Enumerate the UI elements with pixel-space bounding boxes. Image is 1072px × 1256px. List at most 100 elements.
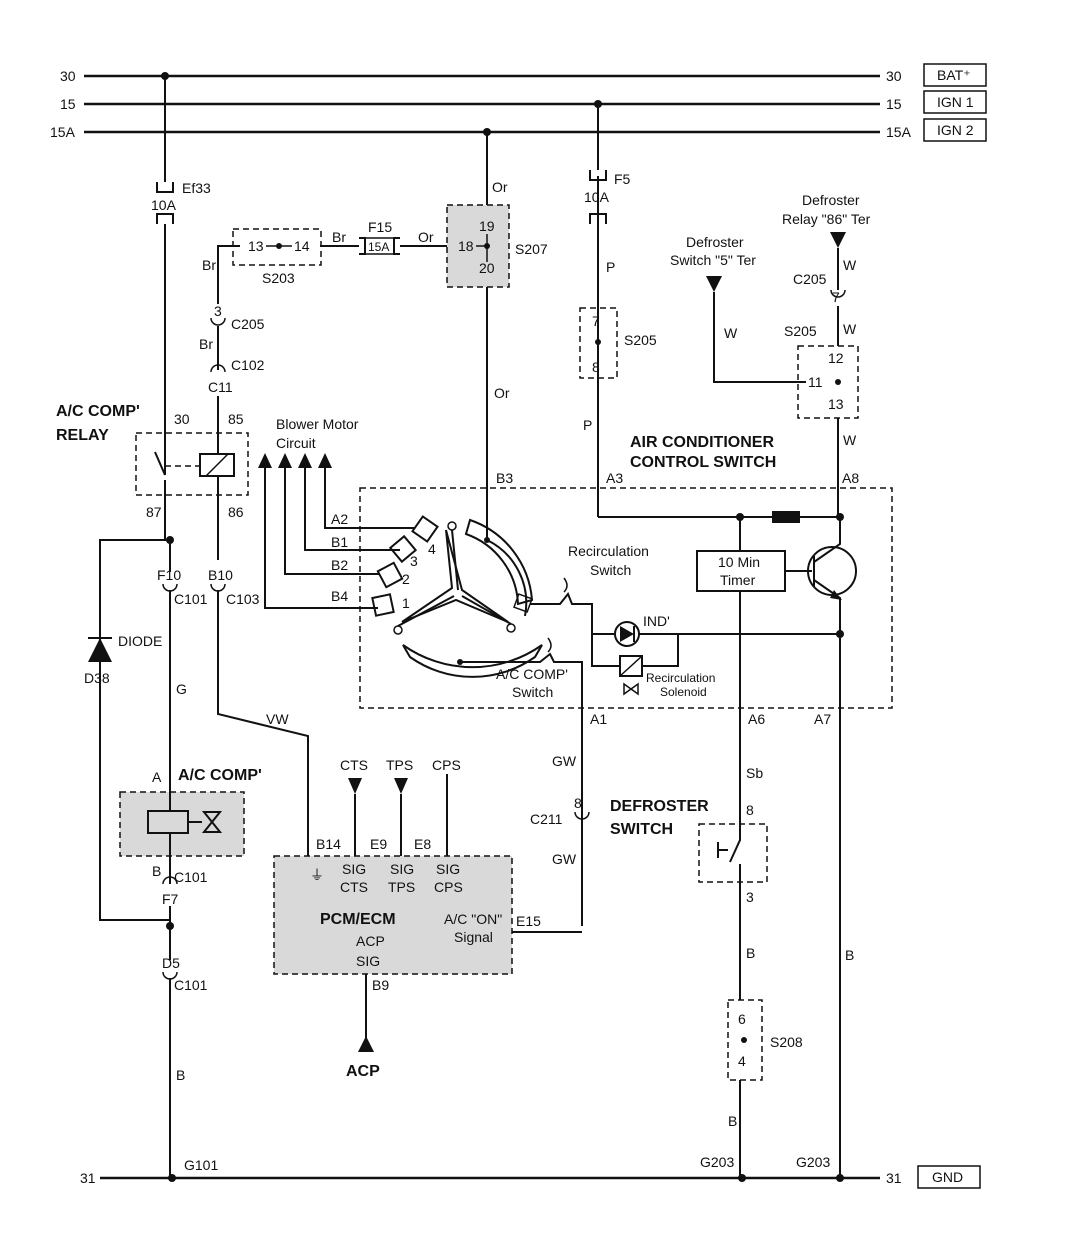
pcm-sig-cps: SIG (436, 861, 460, 877)
fuse-ef33-branch: Ef33 10A (151, 72, 211, 475)
rail-15-right-label: 15 (886, 96, 902, 112)
ac-on-signal-wire: GW 8 C211 GW E15 (512, 753, 590, 933)
pcm-pin-e9: E9 (370, 836, 387, 852)
splice-s205-b (797, 345, 859, 419)
ign2-tag-box (923, 118, 987, 142)
f7-name: F7 (162, 891, 179, 907)
comp-pin-b: B (152, 863, 161, 879)
blower-pin-b1: B1 (331, 534, 348, 550)
ac-sw-line2: Switch (512, 684, 553, 700)
s208-pin6: 6 (738, 1011, 746, 1027)
relay-control-wire: B10 C103 VW (208, 567, 309, 856)
c211-pin8: 8 (574, 795, 582, 811)
fuse-f15-rating: 15A (368, 240, 389, 254)
wire-or-mid: Or (494, 385, 510, 401)
wire-b-s208: B (728, 1113, 737, 1129)
s207-pin20: 20 (479, 260, 495, 276)
b10-name: B10 (208, 567, 233, 583)
defroster-switch: Sb DEFROSTER SWITCH 8 3 B 6 4 S208 B G20… (610, 765, 854, 1182)
switch-title-line1: AIR CONDITIONER (630, 434, 774, 451)
defrost-switch-line1: Defroster (686, 234, 744, 250)
rail-30-right-label: 30 (886, 68, 902, 84)
diode-label: DIODE (118, 633, 162, 649)
transistor (807, 546, 857, 596)
pcm-acp-out: ACP (346, 1063, 380, 1080)
s203-pin13: 13 (248, 238, 264, 254)
pcm-src-tps: TPS (386, 757, 413, 773)
rail-30: 30 30 BAT⁺ (60, 63, 987, 87)
wire-p-top: P (606, 259, 615, 275)
d5-name: D5 (162, 955, 180, 971)
ground-g101: G101 (184, 1157, 218, 1173)
bat-tag-box (923, 63, 987, 87)
solenoid-line1: Recirculation (646, 671, 715, 685)
s208-pin4: 4 (738, 1053, 746, 1069)
ac-compressor (119, 791, 245, 857)
defrost-sw-title-line1: DEFROSTER (610, 798, 709, 815)
pcm-box (273, 855, 513, 975)
switch-pin-a1: A1 (590, 711, 607, 727)
relay-pin30: 30 (174, 411, 190, 427)
ground-g203-a: G203 (700, 1154, 734, 1170)
s205a-pin7: 7 (592, 313, 600, 329)
switch-title-line2: CONTROL SWITCH (630, 454, 776, 471)
pcm-src-cts: CTS (340, 757, 368, 773)
defroster-inputs: Defroster Relay "86" Ter W C205 7 W Defr… (670, 192, 871, 517)
wire-b-right: B (845, 947, 854, 963)
recirc-switch-line1: Recirculation (568, 543, 649, 559)
switch-pin-a6: A6 (748, 711, 765, 727)
gnd-tag: GND (932, 1169, 963, 1185)
pcm-acp-line2: SIG (356, 953, 380, 969)
rail-31-left-label: 31 (80, 1170, 96, 1186)
ac-control-switch: AIR CONDITIONER CONTROL SWITCH B3 A3 A8 … (359, 176, 893, 1178)
wire-br-f15: Br (332, 229, 346, 245)
blower-pos-2: 2 (402, 571, 410, 587)
wire-w-s205: W (843, 432, 857, 448)
s205b-pin12: 12 (828, 350, 844, 366)
s205a-pin8: 8 (592, 359, 600, 375)
s203-name: S203 (262, 270, 295, 286)
pcm-sig-cts: SIG (342, 861, 366, 877)
blower-pin-a2: A2 (331, 511, 348, 527)
pcm-ecm: CTS TPS CPS B14 E9 E8 SIG SIG SIG CTS TP… (273, 757, 513, 1080)
relay-title-line1: A/C COMP' (56, 403, 140, 420)
pcm-ground-symbol: ⏚ (310, 867, 324, 883)
ground-g203-b: G203 (796, 1154, 830, 1170)
wire-sb: Sb (746, 765, 763, 781)
ac-sw-line1: A/C COMP' (496, 666, 568, 682)
splice-s205-a (579, 307, 618, 379)
c205-name: C205 (231, 316, 265, 332)
fuse-f15 (364, 237, 395, 255)
wire-b-left: B (176, 1067, 185, 1083)
blower-pos-3: 3 (410, 553, 418, 569)
wire-br-c205: Br (199, 336, 213, 352)
defrost-switch-box (698, 823, 768, 883)
comp-title: A/C COMP' (178, 767, 262, 784)
ac-comp-relay: A/C COMP' RELAY 30 85 87 86 (56, 403, 249, 560)
blower-pin-b4: B4 (331, 588, 348, 604)
gnd-tag-box (917, 1165, 981, 1189)
pcm-ac-on-line1: A/C "ON" (444, 911, 502, 927)
c205b-pin7: 7 (832, 289, 840, 305)
rail-15: 15 15 IGN 1 (60, 90, 987, 114)
relay-pin85: 85 (228, 411, 244, 427)
s207-pin18: 18 (458, 238, 474, 254)
switch-pin-a3: A3 (606, 470, 623, 486)
c11-name: C11 (208, 379, 233, 395)
switch-pin-a7: A7 (814, 711, 831, 727)
blower-label-line1: Blower Motor (276, 416, 359, 432)
diode-name: D38 (84, 670, 110, 686)
pcm-sig-tps: SIG (390, 861, 414, 877)
fuse-f5-rating: 10A (584, 189, 610, 205)
wire-or-top: Or (492, 179, 508, 195)
wire-br-s203: Br (202, 257, 216, 273)
f10-name: F10 (157, 567, 181, 583)
rail-31: 31 31 GND (80, 1165, 981, 1189)
c205-pin3: 3 (214, 303, 222, 319)
timer-line1: 10 Min (718, 554, 760, 570)
rail-15a-right-label: 15A (886, 124, 912, 140)
wire-w-relay: W (843, 257, 857, 273)
ign1-tag-box (923, 90, 987, 114)
c211-name: C211 (530, 811, 563, 827)
wire-gw-top: GW (552, 753, 577, 769)
